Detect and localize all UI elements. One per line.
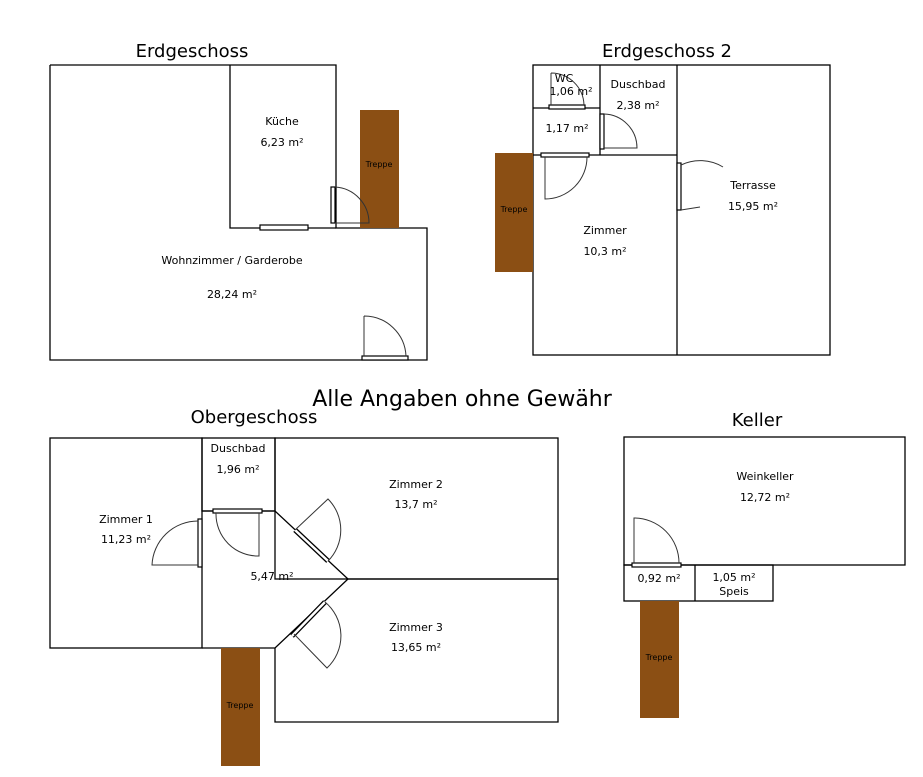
door	[197, 518, 203, 568]
floor-title: Erdgeschoss	[136, 41, 249, 62]
room-name: Duschbad	[611, 78, 666, 91]
door	[548, 104, 586, 110]
stairs-label: Treppe	[365, 160, 393, 169]
floor-erdgeschoss-2: Erdgeschoss 2 Treppe WC 1,06 m² Duschbad…	[495, 41, 831, 356]
room-name: Zimmer	[583, 224, 627, 237]
room-area: 1,05 m²	[712, 571, 755, 584]
room-name: WC	[555, 72, 574, 85]
door	[676, 162, 682, 211]
stairs	[640, 601, 679, 718]
floor-keller: Keller Treppe Weinkeller 12,72 m² 0,92 m…	[623, 410, 906, 718]
room-area: 1,06 m²	[549, 85, 592, 98]
room-area: 1,17 m²	[545, 122, 588, 135]
outer-walls	[49, 64, 428, 361]
room-area: 11,23 m²	[101, 533, 151, 546]
door	[540, 152, 590, 158]
room-area: 6,23 m²	[260, 136, 303, 149]
room-name: Weinkeller	[736, 470, 794, 483]
stairs	[221, 648, 260, 766]
room-area: 5,47 m²	[250, 570, 293, 583]
disclaimer: Alle Angaben ohne Gewähr	[312, 387, 613, 412]
floor-title: Keller	[732, 410, 783, 431]
room-area: 10,3 m²	[583, 245, 626, 258]
room-area: 12,72 m²	[740, 491, 790, 504]
door	[212, 508, 263, 514]
floor-title: Obergeschoss	[191, 407, 318, 428]
floor-obergeschoss: Obergeschoss Treppe Duschbad 1,96 m² Zim…	[49, 407, 559, 766]
room-name: Wohnzimmer / Garderobe	[161, 254, 302, 267]
room-area: 13,65 m²	[391, 641, 441, 654]
room-area: 2,38 m²	[616, 99, 659, 112]
door	[259, 224, 309, 231]
floor-title: Erdgeschoss 2	[602, 41, 732, 62]
door-swing	[334, 186, 370, 224]
room-name: Zimmer 3	[389, 621, 443, 634]
door-swing	[363, 315, 407, 357]
room-name: Duschbad	[211, 442, 266, 455]
room-name: Zimmer 2	[389, 478, 443, 491]
stairs	[360, 110, 399, 228]
floor-erdgeschoss: Erdgeschoss Treppe Küche 6,23 m² Wohnzim…	[49, 41, 428, 361]
room-name: Zimmer 1	[99, 513, 153, 526]
room-area: 13,7 m²	[394, 498, 437, 511]
room-name: Küche	[265, 115, 299, 128]
door	[330, 186, 336, 224]
stairs-label: Treppe	[500, 205, 528, 214]
stairs	[495, 153, 533, 272]
room-area: 1,96 m²	[216, 463, 259, 476]
stairs-label: Treppe	[645, 653, 673, 662]
room-name: Terrasse	[729, 179, 776, 192]
room-area: 0,92 m²	[637, 572, 680, 585]
room-area: 28,24 m²	[207, 288, 257, 301]
door	[361, 355, 409, 361]
door	[599, 113, 605, 150]
stairs-label: Treppe	[226, 701, 254, 710]
room-area: 15,95 m²	[728, 200, 778, 213]
room-name: Speis	[719, 585, 749, 598]
door	[631, 562, 682, 568]
